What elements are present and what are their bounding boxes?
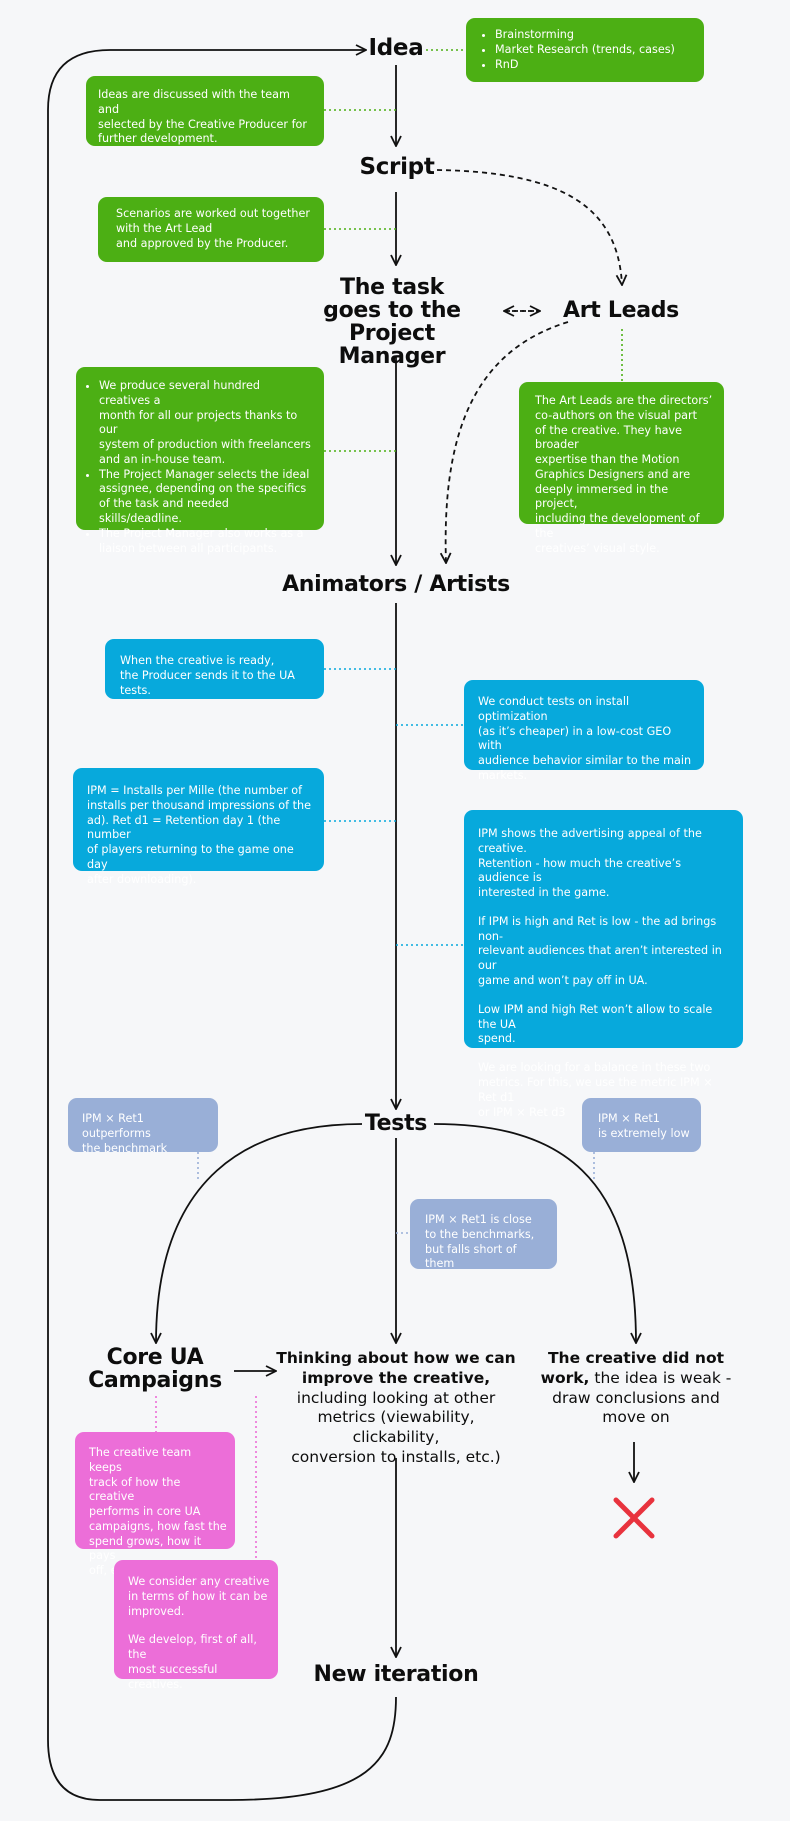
pm-bullet: The Project Manager also works as aliais… — [99, 527, 314, 557]
dashed-script-to-artleads — [436, 169, 622, 285]
install-tests-note: We conduct tests on install optimization… — [464, 680, 704, 782]
idea-source-item: RnD — [495, 58, 692, 73]
idea-source-item: Brainstorming — [495, 28, 692, 43]
close-icon — [613, 1497, 655, 1539]
loop-back-to-idea — [47, 50, 397, 1801]
producer-ua-note: When the creative is ready,the Producer … — [105, 639, 324, 699]
pm-bullet: The Project Manager selects the idealass… — [99, 468, 314, 527]
dashed-artleads-to-animators — [446, 321, 569, 563]
ipm-explanation-note: IPM shows the advertising appeal of the … — [464, 810, 743, 1119]
project-manager-note: We produce several hundred creatives amo… — [76, 367, 324, 555]
node-script: Script — [359, 154, 435, 180]
idea-sources-box: Brainstorming Market Research (trends, c… — [466, 18, 704, 82]
arrow-tests-fail — [433, 1123, 636, 1343]
node-new-iteration: New iteration — [313, 1662, 479, 1687]
art-leads-note: The Art Leads are the directors’co-autho… — [519, 382, 724, 555]
node-animators-artists: Animators / Artists — [282, 572, 510, 597]
node-tests: Tests — [364, 1111, 428, 1136]
improve-creative-text: Thinking about how we can improve the cr… — [276, 1349, 516, 1467]
creative-failed-text: The creative did not work, the idea is w… — [540, 1349, 732, 1427]
arrow-tests-core — [156, 1123, 363, 1343]
idea-source-item: Market Research (trends, cases) — [495, 43, 692, 58]
node-art-leads: Art Leads — [563, 298, 679, 323]
node-idea: Idea — [368, 35, 424, 61]
pm-bullet: We produce several hundred creatives amo… — [99, 379, 314, 468]
